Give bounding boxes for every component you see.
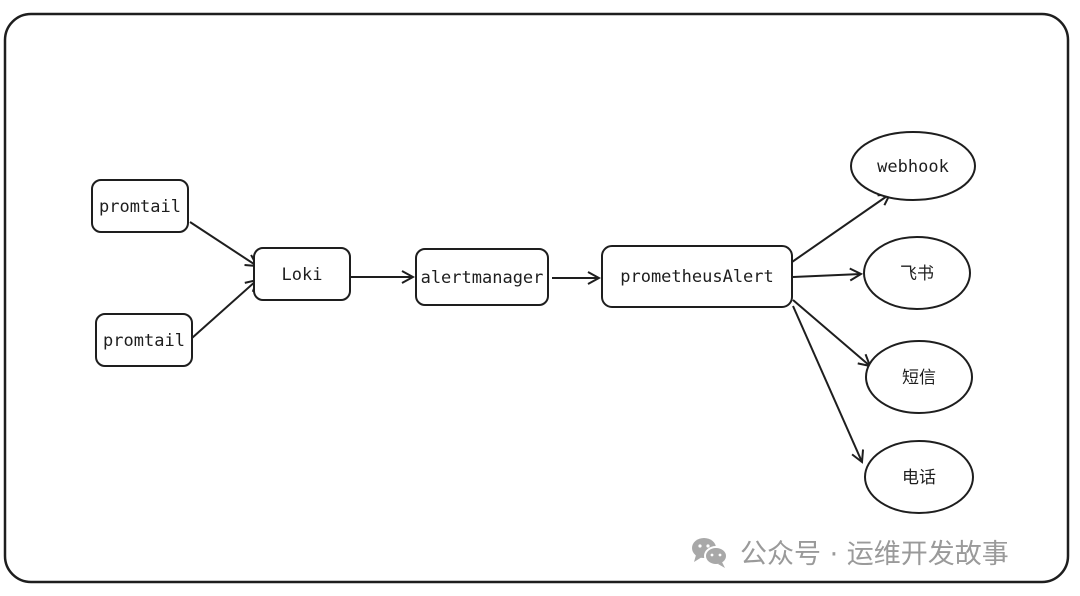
- node-label: promtail: [99, 197, 181, 217]
- node-promtail-1: promtail: [91, 179, 189, 233]
- edge-to-phone: [792, 305, 862, 462]
- edge-promtail2-loki: [191, 280, 257, 339]
- node-label: 短信: [902, 368, 936, 388]
- edges: [189, 194, 890, 462]
- node-label: prometheusAlert: [620, 267, 774, 287]
- node-label: alertmanager: [421, 268, 544, 288]
- node-label: webhook: [877, 157, 949, 177]
- node-phone: 电话: [864, 440, 974, 514]
- node-label: promtail: [103, 331, 185, 351]
- node-webhook: webhook: [850, 131, 976, 201]
- frame: [3, 12, 1070, 584]
- node-label: 飞书: [900, 264, 934, 284]
- node-loki: Loki: [253, 247, 351, 301]
- edge-to-sms: [792, 299, 870, 366]
- node-feishu: 飞书: [863, 236, 971, 310]
- edge-to-webhook: [791, 194, 890, 263]
- edge-promtail1-loki: [189, 221, 257, 266]
- node-prometheus-alert: prometheusAlert: [601, 245, 793, 308]
- node-sms: 短信: [865, 340, 973, 414]
- node-promtail-2: promtail: [95, 313, 193, 367]
- node-alertmanager: alertmanager: [415, 248, 549, 306]
- edge-to-feishu: [792, 274, 861, 277]
- wechat-icon: [692, 537, 728, 568]
- watermark: 公众号 · 运维开发故事: [690, 532, 1009, 571]
- node-label: 电话: [902, 468, 936, 488]
- watermark-text: 公众号 · 运维开发故事: [740, 539, 1009, 570]
- node-label: Loki: [282, 265, 323, 285]
